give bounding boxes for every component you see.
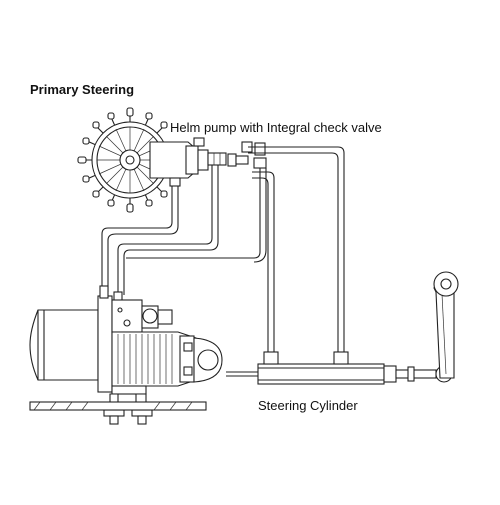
tiller-arm [433,271,459,379]
hydraulic-lines [101,146,345,352]
helm-wheel [77,107,178,213]
steering-cylinder [226,351,453,385]
helm-pump-label: Helm pump with Integral check valve [170,120,382,135]
power-unit [29,285,223,425]
wheel-handles [77,107,168,213]
steering-cylinder-label: Steering Cylinder [258,398,358,413]
deck-base [29,401,207,411]
helm-pump [149,137,267,187]
diagram-title: Primary Steering [30,82,135,97]
